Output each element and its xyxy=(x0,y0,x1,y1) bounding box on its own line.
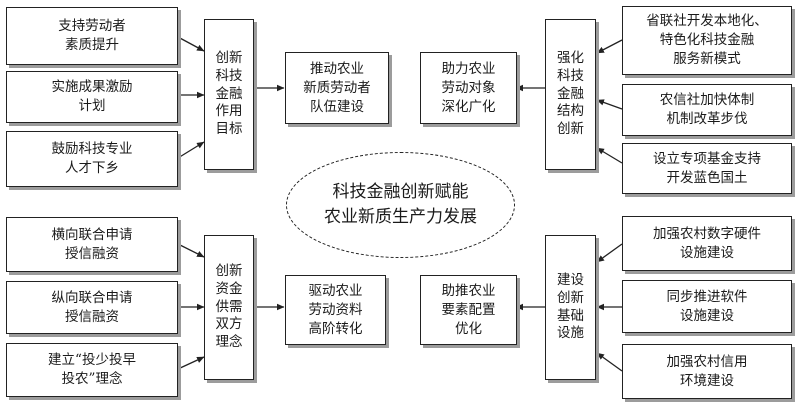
arrow-br-leaf-1 xyxy=(596,243,623,263)
tl-leaf-3-text: 鼓励科技专业 人才下乡 xyxy=(51,141,133,176)
arrow-tr-leaf-1 xyxy=(596,39,623,54)
bl-category-text: 创新 资金 供需 双方 理念 xyxy=(215,263,243,351)
bl-leaf-1: 横向联合申请 授信融资 xyxy=(6,217,178,272)
bl-leaf-2-text: 纵向联合申请 授信融资 xyxy=(51,289,133,325)
tr-category-text: 强化 科技 金融 结构 创新 xyxy=(557,50,584,138)
br-result: 助推农业 要素配置 优化 xyxy=(420,275,517,345)
bl-leaf-2: 纵向联合申请 授信融资 xyxy=(6,281,178,334)
tr-leaf-3: 设立专项基金支持 开发蓝色国土 xyxy=(622,143,792,194)
tl-leaf-1-text: 支持劳动者 素质提升 xyxy=(58,18,126,53)
br-category-text: 建设 创新 基础 设施 xyxy=(557,271,584,342)
br-category: 建设 创新 基础 设施 xyxy=(545,235,596,380)
tl-category-text: 创新 科技 金融 作用 目标 xyxy=(215,50,243,138)
bl-leaf-3-text: 建立“投少投早 投农”理念 xyxy=(48,352,136,387)
tr-category: 强化 科技 金融 结构 创新 xyxy=(545,19,596,170)
arrow-bl-leaf-1 xyxy=(177,243,205,258)
br-leaf-3-text: 加强农村信用 环境建设 xyxy=(666,353,748,389)
br-leaf-2-text: 同步推进软件 设施建设 xyxy=(666,288,748,324)
tr-leaf-1: 省联社开发本地化、 特色化科技金融 服务新模式 xyxy=(622,6,792,75)
tr-result: 助力农业 劳动对象 深化广化 xyxy=(420,52,517,124)
br-result-text: 助推农业 要素配置 优化 xyxy=(441,282,496,337)
bl-leaf-1-text: 横向联合申请 授信融资 xyxy=(51,226,133,262)
arrow-tl-leaf-3 xyxy=(177,141,205,159)
arrow-tr-leaf-3 xyxy=(596,147,623,164)
tl-leaf-3: 鼓励科技专业 人才下乡 xyxy=(6,131,178,187)
tl-leaf-1: 支持劳动者 素质提升 xyxy=(6,7,178,65)
arrow-tl-leaf-1 xyxy=(177,36,205,52)
br-leaf-2: 同步推进软件 设施建设 xyxy=(622,280,792,333)
bl-result: 驱动农业 劳动资料 高阶转化 xyxy=(285,275,386,345)
tr-leaf-1-text: 省联社开发本地化、 特色化科技金融 服务新模式 xyxy=(646,13,768,67)
tl-result-text: 推动农业 新质劳动者 队伍建设 xyxy=(303,60,371,115)
tl-leaf-2-text: 实施成果激励 计划 xyxy=(51,79,133,114)
br-leaf-3: 加强农村信用 环境建设 xyxy=(622,344,792,399)
arrow-br-leaf-3 xyxy=(596,352,623,372)
arrow-bl-leaf-3 xyxy=(177,356,205,370)
br-leaf-1: 加强农村数字硬件 设施建设 xyxy=(622,216,792,271)
bl-category: 创新 资金 供需 双方 理念 xyxy=(204,235,254,380)
tr-leaf-3-text: 设立专项基金支持 开发蓝色国土 xyxy=(653,150,761,186)
center-theme-text: 科技金融创新赋能 农业新质生产力发展 xyxy=(324,182,477,227)
tr-result-text: 助力农业 劳动对象 深化广化 xyxy=(441,60,496,115)
center-theme-ellipse: 科技金融创新赋能 农业新质生产力发展 xyxy=(286,152,515,258)
br-leaf-1-text: 加强农村数字硬件 设施建设 xyxy=(653,225,761,261)
bl-leaf-3: 建立“投少投早 投农”理念 xyxy=(6,343,178,397)
tl-result: 推动农业 新质劳动者 队伍建设 xyxy=(285,52,389,124)
bl-result-text: 驱动农业 劳动资料 高阶转化 xyxy=(308,282,363,337)
tl-leaf-2: 实施成果激励 计划 xyxy=(6,71,178,123)
tr-leaf-2: 农信社加快体制 机制改革步伐 xyxy=(622,84,792,136)
arrow-tr-leaf-2 xyxy=(596,99,623,110)
tr-leaf-2-text: 农信社加快体制 机制改革步伐 xyxy=(659,92,755,127)
tl-category: 创新 科技 金融 作用 目标 xyxy=(204,19,254,170)
